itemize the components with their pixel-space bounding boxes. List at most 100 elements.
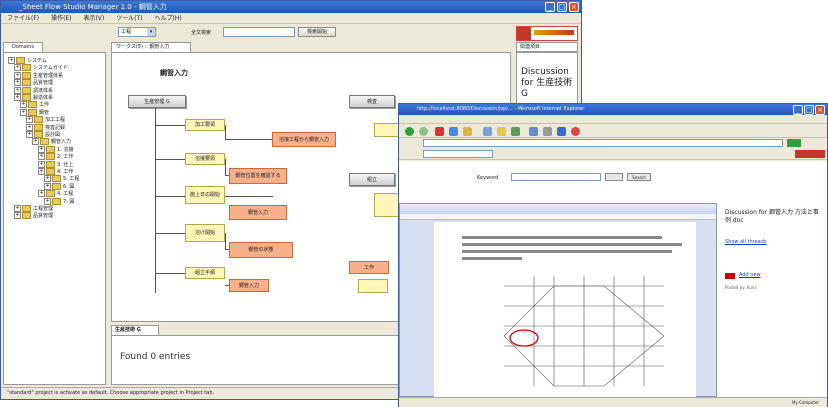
tree-item[interactable]: +鋼管 — [20, 108, 49, 117]
output-node-3[interactable]: 鋼管入力 — [229, 205, 287, 220]
expand-icon[interactable]: + — [26, 123, 33, 131]
expand-icon[interactable]: + — [14, 64, 21, 72]
minimize-icon[interactable]: _ — [545, 2, 555, 12]
expand-icon[interactable]: + — [14, 71, 21, 79]
tree-item[interactable]: +設計図 — [26, 131, 60, 139]
branch-node-5[interactable]: 組立手順 — [185, 267, 225, 279]
browser-maximize-icon[interactable]: □ — [804, 105, 814, 115]
main-title-bar[interactable]: _Sheet Flow Studio Manager 1.0 - 鋼管入力 _ … — [1, 1, 581, 13]
tree-item[interactable]: +7. 図 — [44, 197, 74, 206]
diagram-root-node[interactable]: 生産管理 G — [128, 95, 186, 108]
branch-node-3[interactable]: 施上日の開始 — [185, 186, 225, 204]
expand-icon[interactable]: + — [8, 57, 15, 64]
tree-item[interactable]: +2. 工作 — [38, 153, 73, 161]
menu-view[interactable]: 表示(V) — [83, 15, 105, 22]
add-new-link[interactable]: Add new — [739, 272, 761, 278]
stop-icon[interactable] — [435, 127, 444, 136]
search-icon[interactable] — [483, 127, 492, 136]
project-combo[interactable]: 工程 ▾ — [118, 27, 156, 37]
browser-title-bar[interactable]: http://localhost:8080/Discussion/jsp/...… — [399, 104, 827, 115]
menu-tools[interactable]: ツール(T) — [116, 15, 143, 22]
output-node-2[interactable]: 鋼管位置を確認する — [229, 168, 287, 184]
expand-icon[interactable]: + — [14, 94, 21, 101]
expand-icon[interactable]: + — [14, 212, 21, 220]
right-panel-tab[interactable]: 関連項目 — [516, 42, 578, 52]
tree-item[interactable]: +工作 — [20, 101, 49, 109]
left-tab[interactable]: Domains — [3, 42, 43, 52]
tree-item[interactable]: +生産管理体系 — [14, 71, 63, 80]
embedded-document[interactable] — [399, 203, 717, 398]
bottom-tab[interactable]: 生産技術 G — [111, 325, 159, 335]
expand-icon[interactable]: + — [14, 79, 21, 87]
tree-item[interactable]: +検査記録 — [26, 123, 65, 132]
expand-icon[interactable]: + — [26, 116, 33, 124]
branch-node-4[interactable]: 溶け開始 — [185, 224, 225, 242]
tree-item[interactable]: +4. 工程 — [38, 190, 73, 198]
back-icon[interactable] — [405, 127, 414, 136]
branch-node-2[interactable]: 溶接要領 — [185, 153, 225, 165]
tree-item[interactable]: +3. 仕上 — [38, 160, 73, 169]
tree-item[interactable]: +調達体系 — [14, 86, 53, 95]
expand-icon[interactable]: + — [38, 160, 45, 168]
expand-icon[interactable]: + — [44, 197, 51, 205]
expand-icon[interactable]: + — [38, 145, 45, 153]
expand-icon[interactable]: + — [26, 131, 33, 138]
menu-help[interactable]: ヘルプ(H) — [154, 15, 182, 22]
tree-item[interactable]: +品質管理 — [14, 212, 53, 220]
browser-close-icon[interactable]: × — [815, 105, 825, 115]
expand-icon[interactable]: + — [38, 190, 45, 198]
keyword-input[interactable] — [511, 173, 601, 181]
search-button[interactable]: 検索開始 — [298, 27, 336, 37]
expand-icon[interactable]: + — [38, 168, 45, 175]
print-icon[interactable] — [543, 127, 552, 136]
address-input[interactable] — [423, 139, 783, 147]
edit-icon[interactable] — [557, 127, 566, 136]
expand-icon[interactable]: + — [20, 108, 27, 116]
side-node-3[interactable]: 工作 — [349, 261, 389, 274]
output-node-5[interactable]: 鋼管入力 — [229, 279, 269, 292]
messenger-icon[interactable] — [571, 127, 580, 136]
tree-item[interactable]: +1. 溶接 — [38, 145, 73, 154]
search-submit-button[interactable]: Search — [627, 173, 651, 181]
output-node-4[interactable]: 鋼管の状態 — [229, 242, 293, 258]
show-threads-link[interactable]: Show all threads — [725, 239, 767, 245]
tree-item[interactable]: +製造体系 — [14, 94, 53, 102]
tree-item[interactable]: +システム — [8, 57, 47, 65]
tree-item[interactable]: +6. 図 — [44, 182, 74, 191]
tree-item[interactable]: +工程管理 — [14, 205, 53, 213]
branch-node-1[interactable]: 加工要領 — [185, 119, 225, 131]
forward-icon[interactable] — [419, 127, 428, 136]
diagram-tab[interactable]: ワークス(5) :: 鋼管入力 — [111, 42, 191, 52]
browser-minimize-icon[interactable]: _ — [793, 105, 803, 115]
tree-item[interactable]: +4. 工作 — [38, 168, 73, 176]
expand-icon[interactable]: + — [14, 86, 21, 94]
expand-icon[interactable]: + — [44, 182, 51, 190]
expand-icon[interactable]: + — [14, 205, 21, 212]
tree-item[interactable]: +品質管理 — [14, 79, 53, 87]
maximize-icon[interactable]: □ — [557, 2, 567, 12]
menu-file[interactable]: ファイル(F) — [7, 15, 40, 22]
chevron-down-icon[interactable]: ▾ — [147, 28, 155, 36]
home-icon[interactable] — [463, 127, 472, 136]
search-input[interactable] — [223, 27, 295, 37]
history-icon[interactable] — [511, 127, 520, 136]
favorites-icon[interactable] — [497, 127, 506, 136]
mail-icon[interactable] — [529, 127, 538, 136]
side-node-3-child[interactable] — [358, 279, 388, 293]
expand-icon[interactable]: + — [38, 153, 45, 161]
side-node-2[interactable]: 組立 — [349, 173, 395, 186]
menu-edit[interactable]: 操作(E) — [51, 15, 72, 22]
refresh-icon[interactable] — [449, 127, 458, 136]
close-icon[interactable]: × — [569, 2, 579, 12]
side-node-1[interactable]: 検査 — [349, 95, 395, 108]
tree-item[interactable]: +鋼管入力 — [32, 138, 71, 146]
expand-icon[interactable]: + — [44, 175, 51, 183]
expand-icon[interactable]: + — [32, 138, 39, 146]
tree-item[interactable]: +システムガイド — [14, 64, 68, 72]
tree-item[interactable]: +加工工程 — [26, 116, 65, 124]
tree-item[interactable]: +5. 工程 — [44, 175, 79, 183]
expand-icon[interactable]: + — [20, 101, 27, 109]
go-button[interactable] — [787, 139, 801, 147]
keyword-search-button[interactable] — [605, 173, 623, 181]
google-search-input[interactable] — [423, 150, 493, 158]
